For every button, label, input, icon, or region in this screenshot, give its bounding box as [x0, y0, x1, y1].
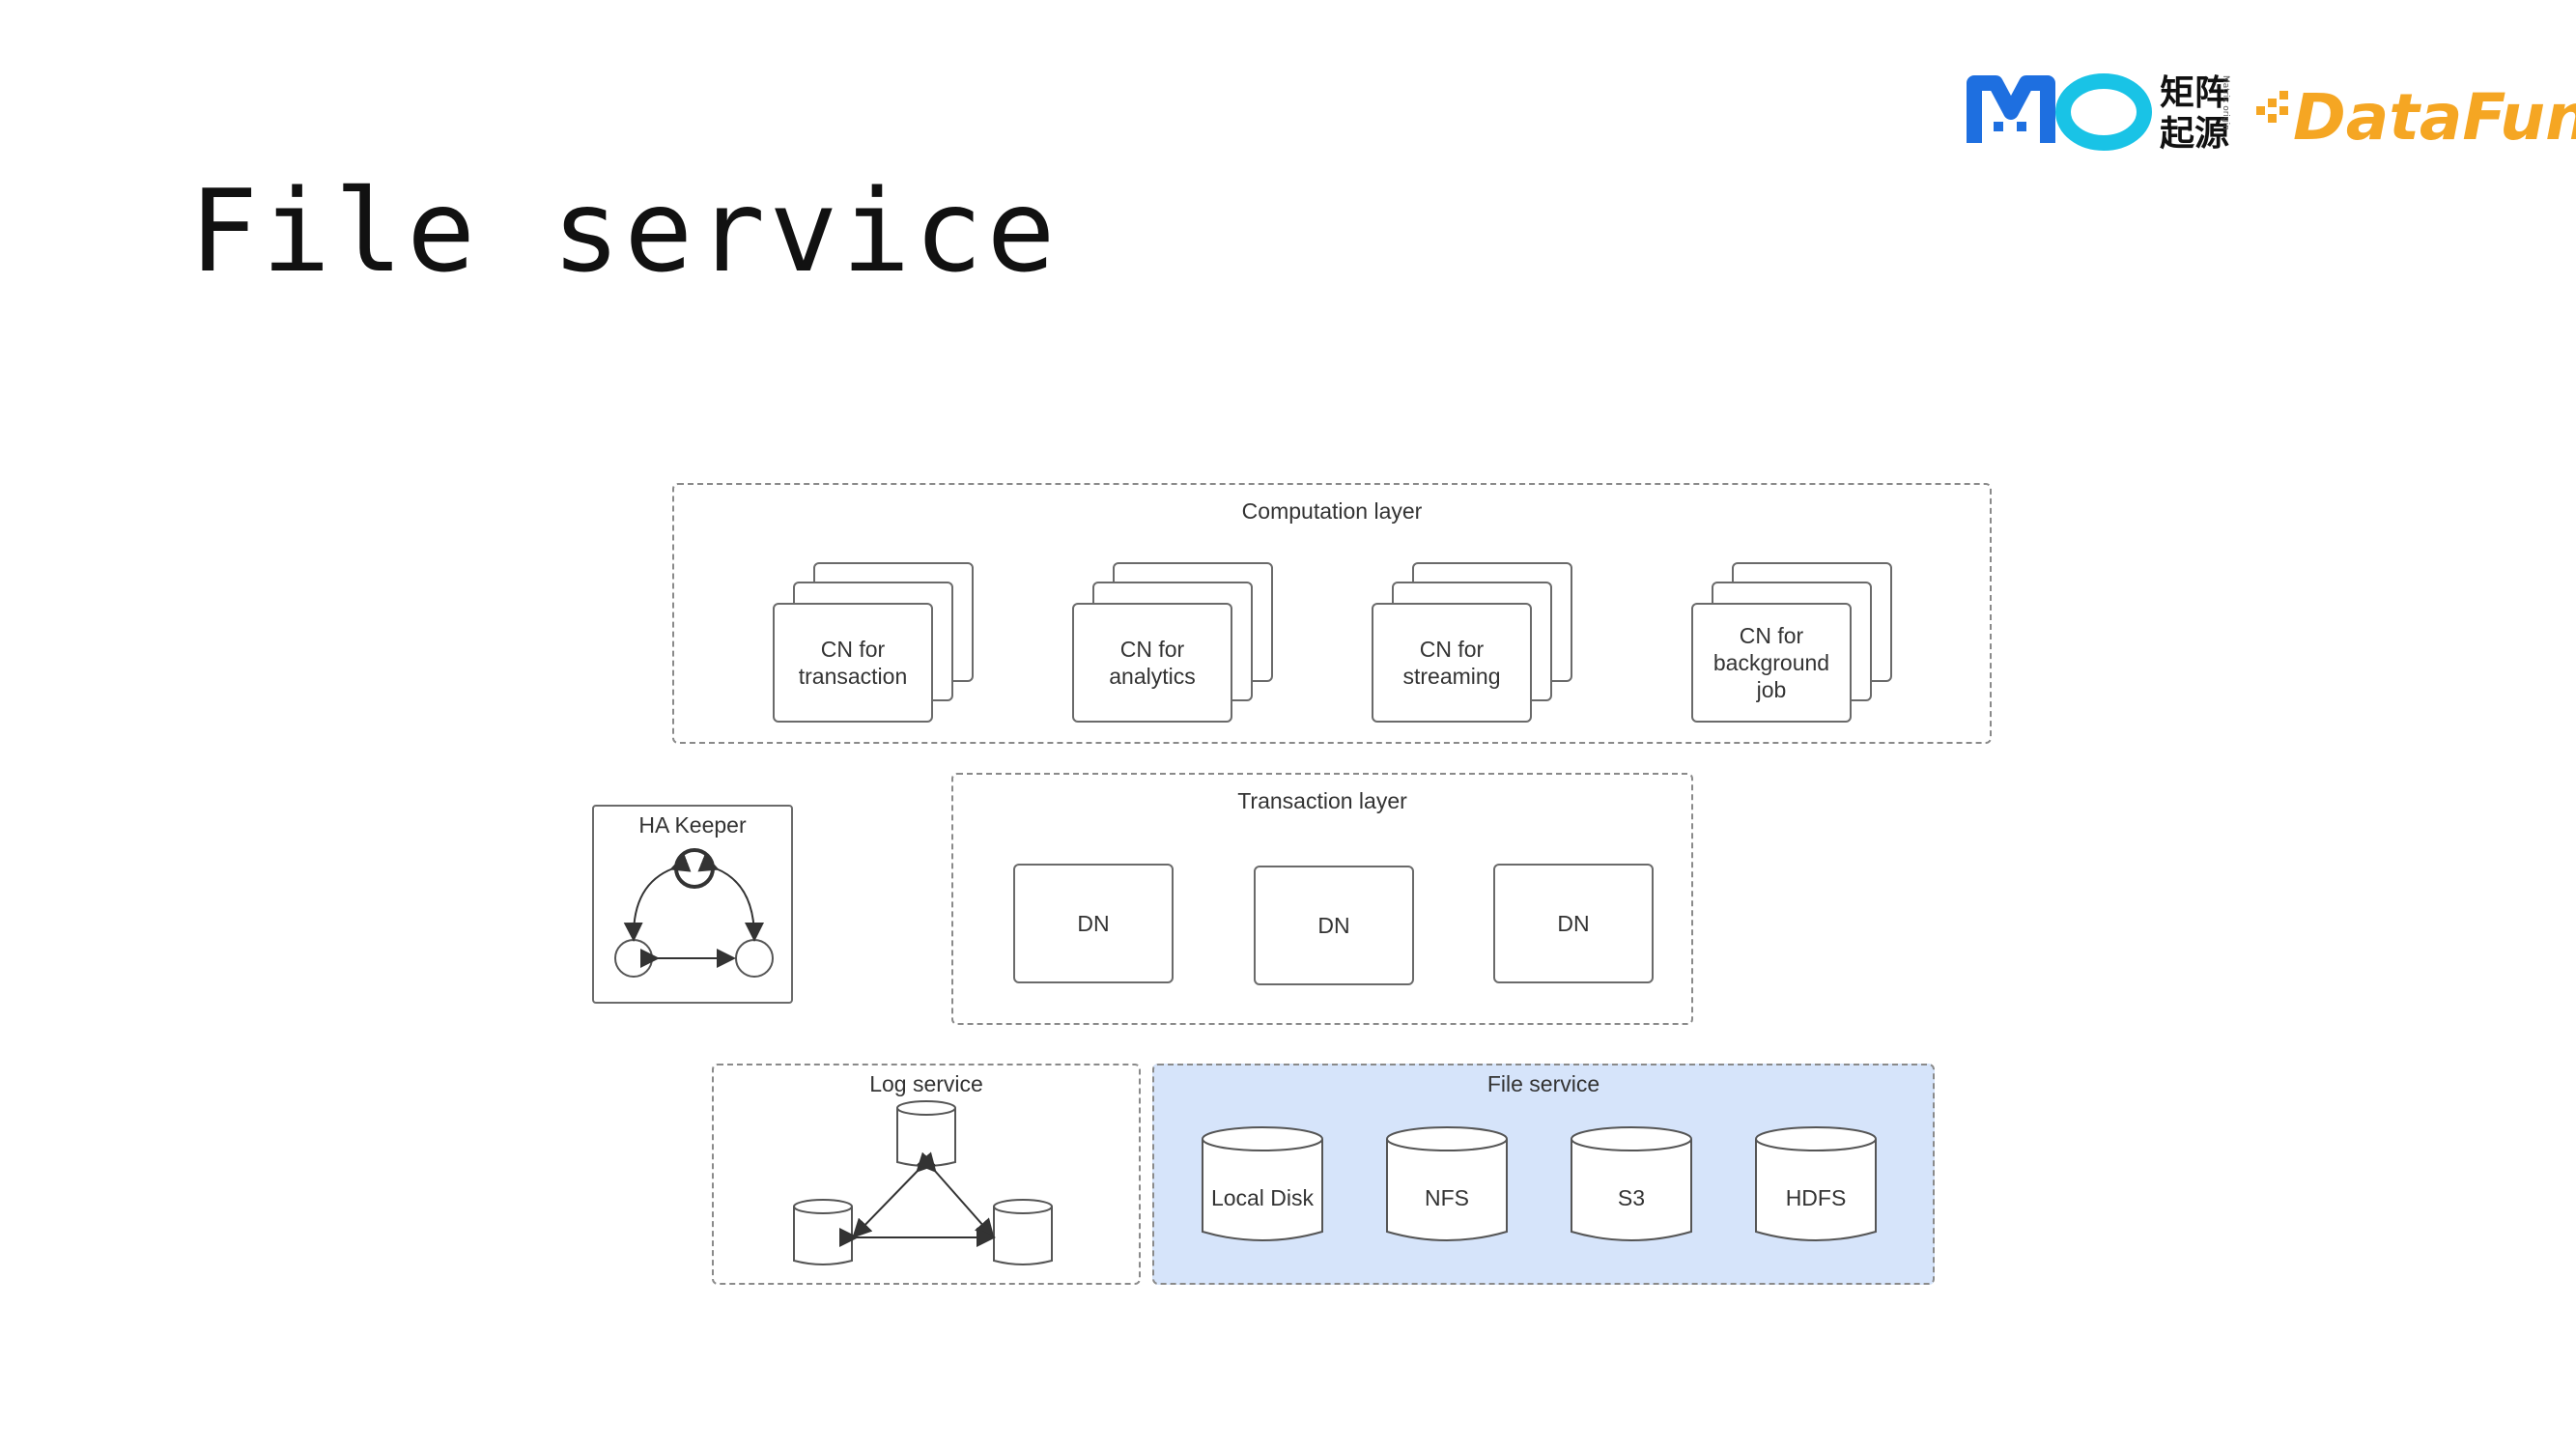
datafun-logo: DataFun.: [2256, 80, 2576, 155]
cn-background-job-node: CN for background job: [1691, 603, 1852, 723]
cn-streaming-node: CN for streaming: [1372, 603, 1532, 723]
ha-leader-node: [674, 848, 715, 889]
cn-analytics-node: CN for analytics: [1072, 603, 1232, 723]
cn-streaming-stack: CN for streaming: [1372, 562, 1574, 726]
cylinder-icon: [1386, 1126, 1508, 1241]
ha-keeper-label: HA Keeper: [638, 812, 747, 838]
dn-node-3: DN: [1493, 864, 1654, 983]
log-arrow-left: [852, 1151, 937, 1238]
dn-node-1: DN: [1013, 864, 1174, 983]
s3-label: S3: [1617, 1185, 1646, 1210]
logo-bar: 矩阵 起源 Matrix origin DataFun.: [1961, 58, 2576, 164]
cylinder-icon: [1202, 1126, 1323, 1241]
matrix-origin-logo: 矩阵 起源 Matrix origin: [1967, 73, 2230, 154]
local-disk-label: Local Disk: [1210, 1185, 1315, 1210]
transaction-layer: Transaction layer DN DN DN: [951, 773, 1693, 1025]
s3-storage: S3: [1570, 1125, 1693, 1247]
ha-keeper-box: HA Keeper: [592, 805, 793, 1004]
cylinder-icon: [1571, 1126, 1692, 1241]
ha-keeper-graph: [614, 848, 774, 978]
mo-vertical-text: Matrix origin: [2221, 75, 2230, 130]
hdfs-label: HDFS: [1785, 1185, 1847, 1210]
nfs-label: NFS: [1425, 1185, 1469, 1210]
file-service-label: File service: [1486, 1071, 1600, 1096]
computation-layer-label: Computation layer: [1241, 498, 1423, 524]
datafun-text: DataFun.: [2293, 80, 2576, 155]
slide-title: File service: [189, 164, 1060, 298]
mo-chinese-line1: 矩阵: [2160, 73, 2229, 113]
file-service-layer: File service Local Disk NFS S3 HDFS: [1152, 1064, 1935, 1285]
hdfs-storage: HDFS: [1754, 1125, 1878, 1247]
cn-transaction-stack: CN for transaction: [773, 562, 976, 726]
ha-arrow-right: [697, 853, 764, 942]
log-arrow-right: [916, 1151, 995, 1238]
ha-follower-node-right: [735, 939, 774, 978]
log-replica-top-icon: [896, 1100, 956, 1167]
computation-layer: Computation layer CN for transaction CN …: [672, 483, 1992, 744]
nfs-storage: NFS: [1385, 1125, 1509, 1247]
log-service-label: Log service: [869, 1071, 983, 1096]
cn-analytics-stack: CN for analytics: [1072, 562, 1275, 726]
mo-chinese-line2: 起源: [2160, 114, 2229, 154]
log-service-graph: [793, 1100, 1053, 1265]
cylinder-icon: [1755, 1126, 1877, 1241]
local-disk-storage: Local Disk: [1201, 1125, 1324, 1247]
cn-background-job-stack: CN for background job: [1691, 562, 1894, 726]
ha-follower-node-left: [614, 939, 653, 978]
log-replica-right-icon: [993, 1199, 1053, 1265]
ha-arrow-left: [623, 853, 692, 942]
transaction-layer-label: Transaction layer: [1237, 788, 1407, 813]
dn-node-2: DN: [1254, 866, 1414, 985]
log-replica-left-icon: [793, 1199, 853, 1265]
log-service-layer: Log service: [712, 1064, 1141, 1285]
cn-transaction-node: CN for transaction: [773, 603, 933, 723]
